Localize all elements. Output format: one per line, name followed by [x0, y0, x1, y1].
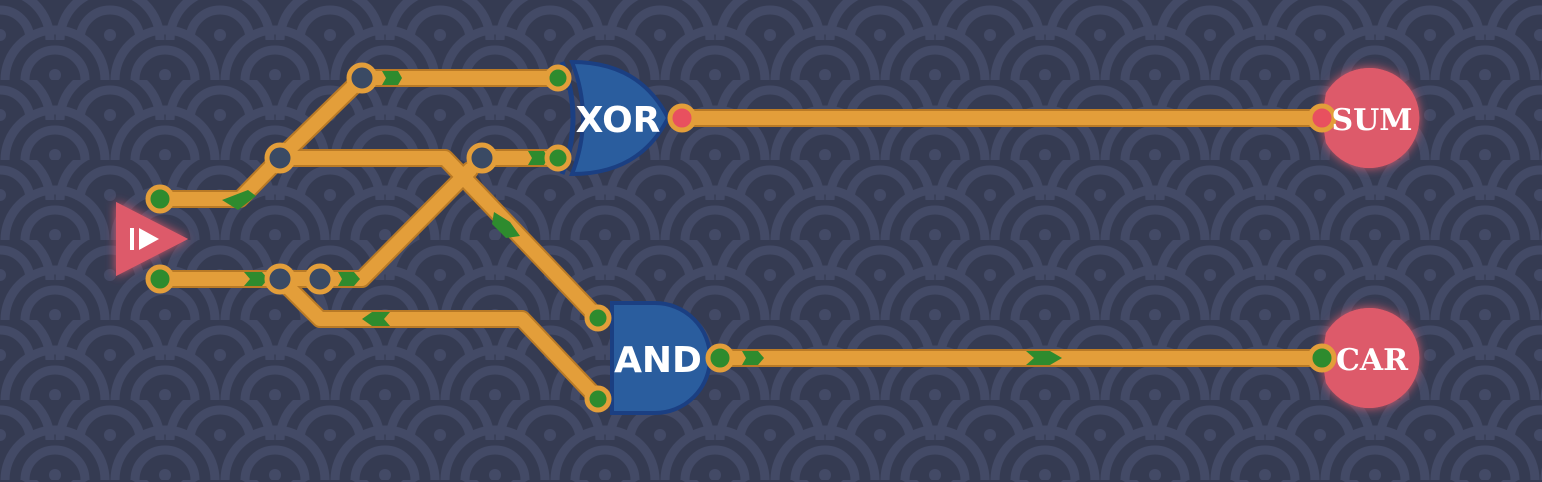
and-input-pin-top[interactable]	[584, 304, 612, 332]
junction-node[interactable]	[304, 263, 336, 295]
xor-input-pin-top[interactable]	[544, 64, 572, 92]
signal-arrow	[382, 71, 402, 85]
xor-gate-label: XOR	[576, 100, 661, 141]
signal-arrow	[742, 351, 764, 365]
wire-b-to-and-bottom[interactable]	[273, 272, 605, 406]
signal-arrow	[244, 272, 268, 286]
junction-node[interactable]	[466, 142, 498, 174]
signal-arrow	[362, 312, 390, 326]
junction-node[interactable]	[264, 263, 296, 295]
sum-input-pin[interactable]	[1307, 103, 1337, 133]
and-gate-label: AND	[614, 340, 702, 381]
wire-input-b-to-xor[interactable]	[153, 163, 477, 286]
xor-gate[interactable]: XOR	[559, 59, 671, 177]
and-input-pin-bottom[interactable]	[584, 385, 612, 413]
sum-output-label: SUM	[1331, 103, 1412, 138]
xor-input-pin-bottom[interactable]	[544, 144, 572, 172]
carry-output-label: CAR	[1336, 343, 1409, 378]
signal-arrow	[1026, 351, 1062, 365]
xor-output-pin[interactable]	[667, 103, 697, 133]
carry-output[interactable]: CAR	[1307, 308, 1420, 408]
signal-arrow	[338, 272, 360, 286]
pin-input-b[interactable]	[145, 264, 175, 294]
and-output-pin[interactable]	[705, 343, 735, 373]
input-source[interactable]	[116, 202, 188, 276]
pin-input-a[interactable]	[145, 184, 175, 214]
signal-arrow	[222, 190, 256, 210]
sum-output[interactable]: SUM	[1307, 67, 1420, 168]
wire-a-to-and-top[interactable]	[273, 151, 605, 325]
signal-arrow	[492, 212, 520, 238]
signal-arrow	[528, 151, 548, 165]
and-gate[interactable]: AND	[610, 301, 712, 415]
junction-node[interactable]	[264, 142, 296, 174]
junction-node[interactable]	[346, 62, 378, 94]
carry-input-pin[interactable]	[1307, 343, 1337, 373]
